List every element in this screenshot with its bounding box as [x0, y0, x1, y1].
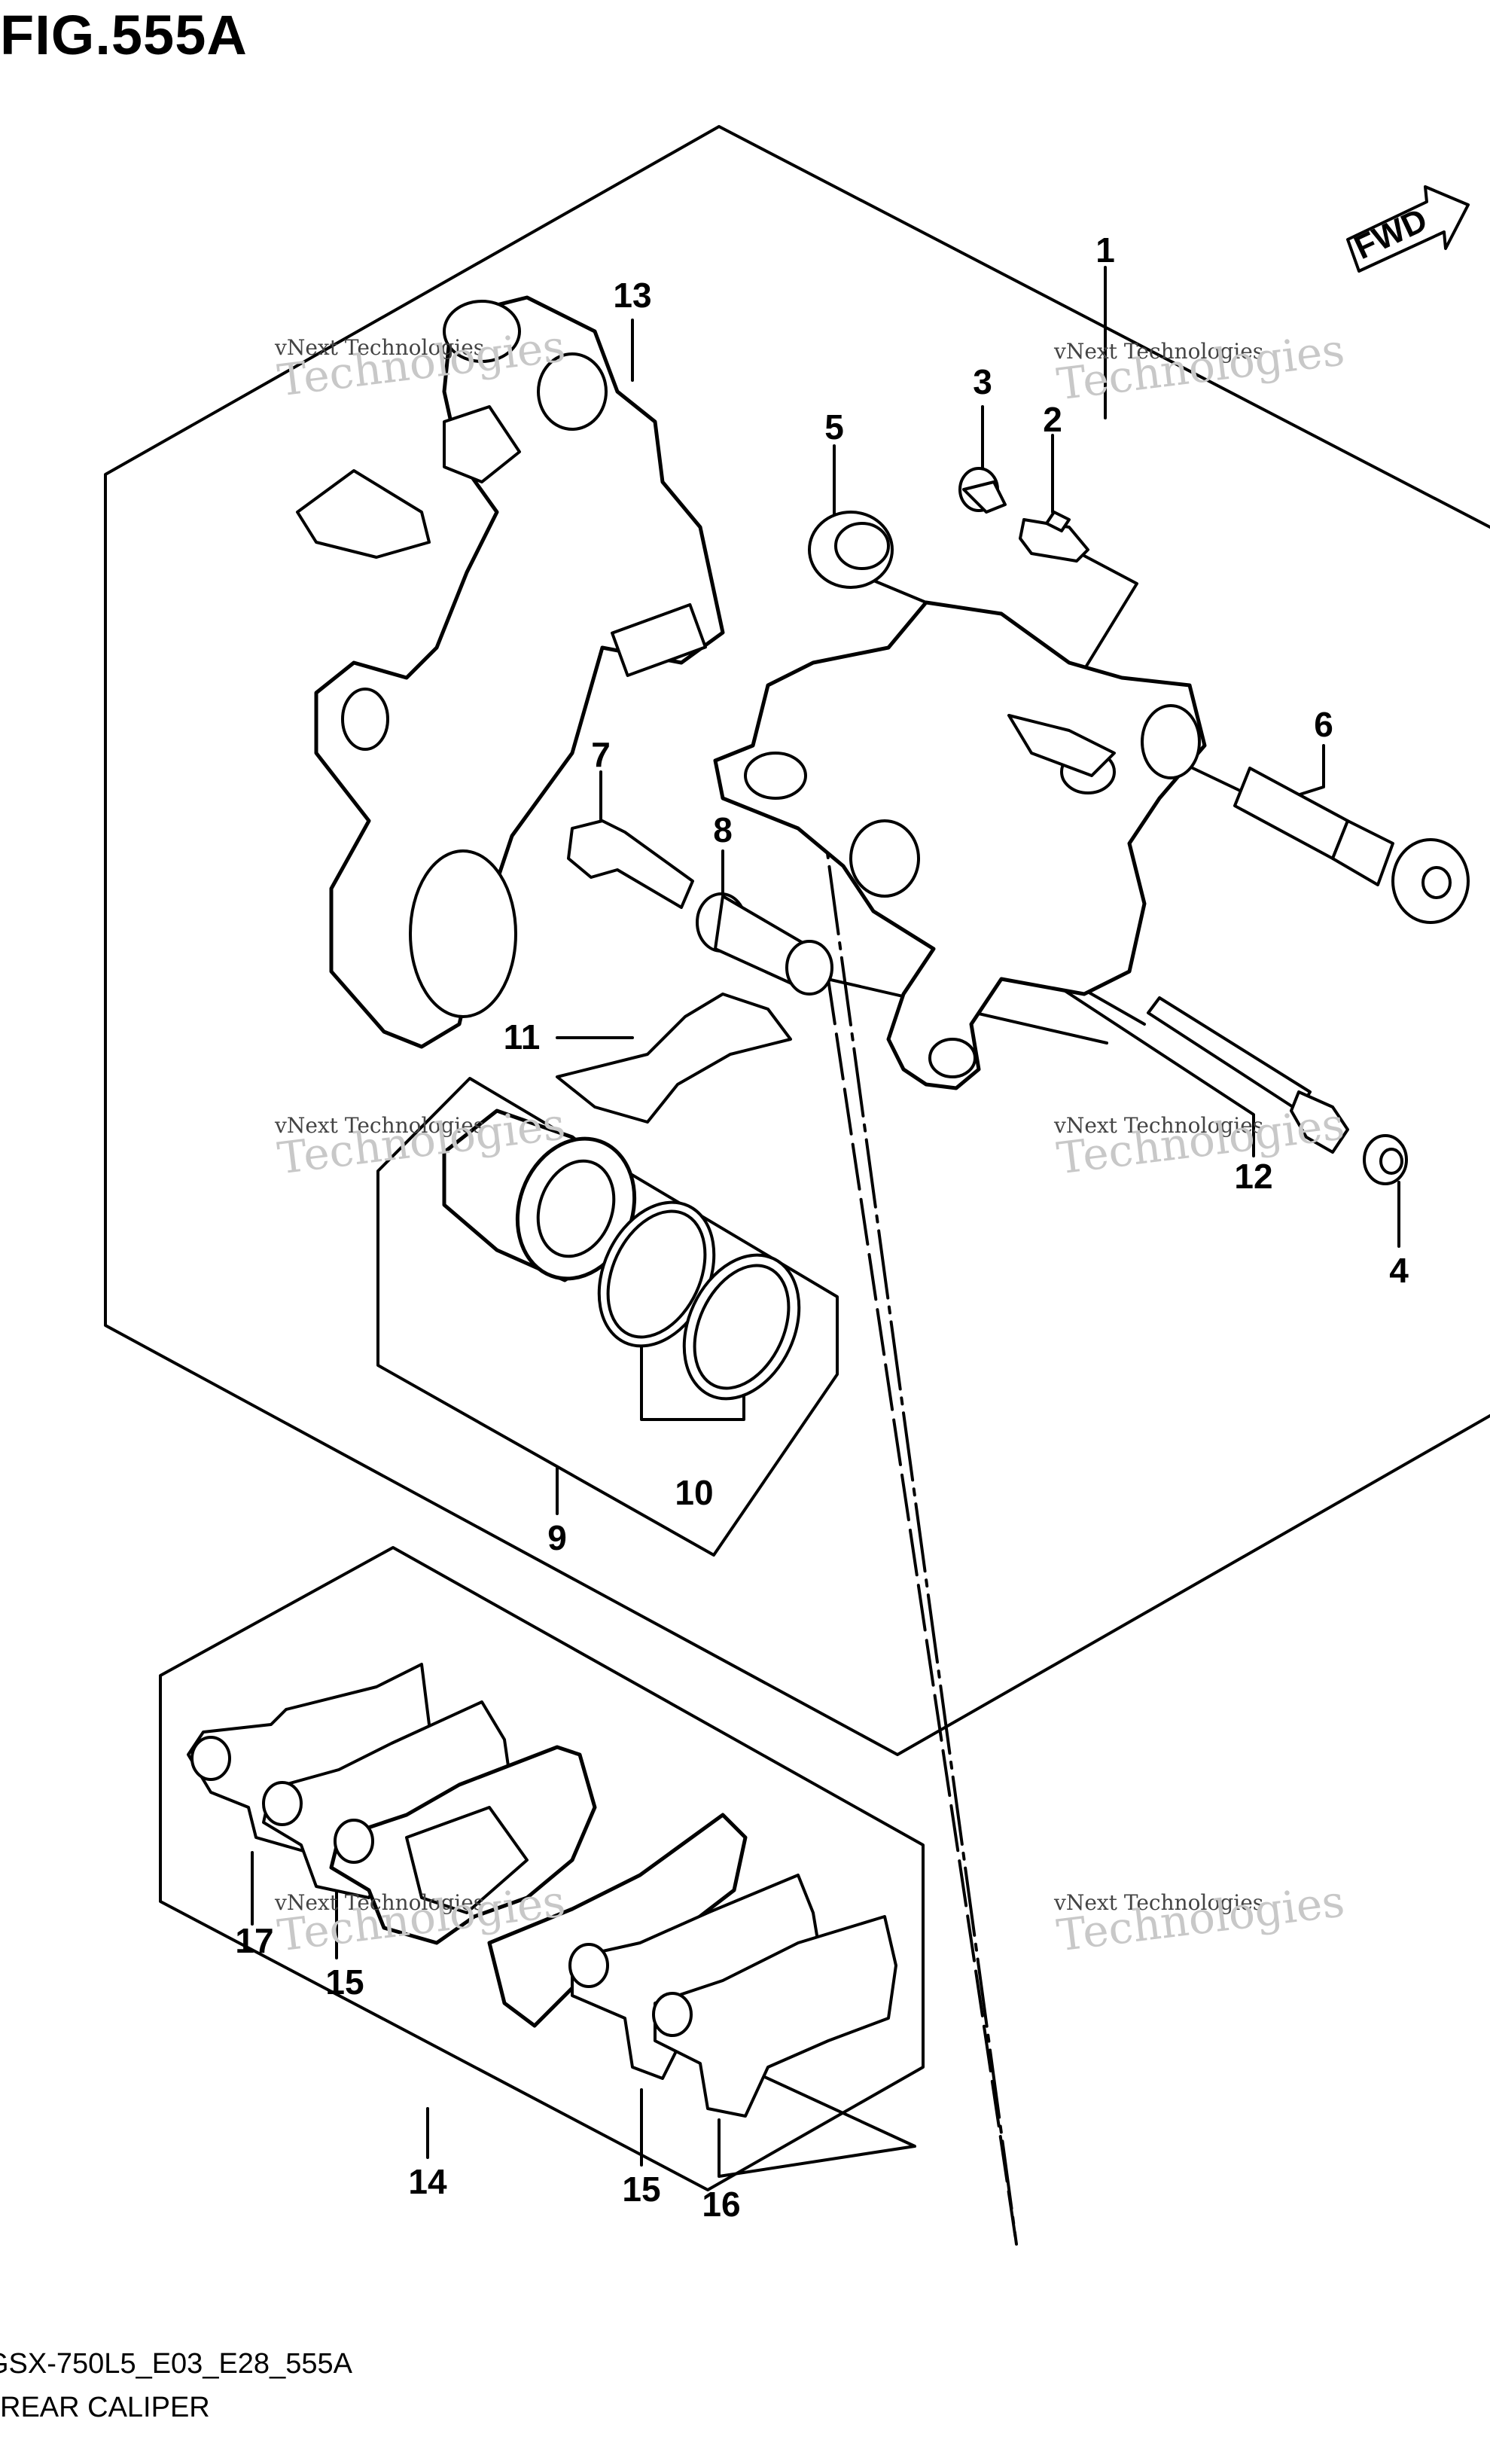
- slide-pin-12: [1147, 996, 1349, 1154]
- brake-pad-a: [329, 1745, 597, 1945]
- pin-bolt-6: [1233, 767, 1470, 924]
- callout-15a: 15: [325, 1962, 364, 2002]
- callout-6: 6: [1314, 705, 1333, 744]
- watermark: vNext Technologies Technologies: [1054, 1875, 1347, 1962]
- brake-pad-shim-15a: [262, 1700, 513, 1899]
- watermark-small: vNext Technologies: [275, 1113, 485, 1138]
- caliper-group-frame: [104, 125, 1490, 1756]
- callout-10: 10: [675, 1473, 714, 1512]
- piston-group-frame: [376, 1077, 839, 1557]
- watermark: vNext Technologies Technologies: [275, 1098, 568, 1185]
- watermark: vNext Technologies Technologies: [1054, 1098, 1347, 1185]
- bleeder-cap: [958, 467, 1007, 514]
- fwd-arrow: FWD: [1346, 185, 1470, 273]
- callout-11: 11: [503, 1017, 541, 1057]
- boot-5: [808, 511, 894, 589]
- model-code: GSX-750L5_E03_E28_555A: [0, 2348, 352, 2380]
- callout-8: 8: [713, 810, 733, 849]
- watermark-small: vNext Technologies: [275, 335, 485, 360]
- callout-7: 7: [591, 735, 611, 774]
- callout-5: 5: [824, 407, 844, 447]
- watermark-small: vNext Technologies: [1054, 1890, 1264, 1915]
- figure-caption: REAR CALIPER: [0, 2392, 210, 2423]
- callout-3: 3: [973, 362, 992, 401]
- watermark-small: vNext Technologies: [1054, 1113, 1264, 1138]
- figure-title: FIG.555A: [0, 4, 248, 66]
- screw-7: [567, 819, 694, 909]
- watermark-small: vNext Technologies: [1054, 339, 1264, 364]
- callout-13: 13: [613, 276, 652, 315]
- caliper-body: [713, 600, 1207, 1090]
- brake-pad-b: [487, 1813, 748, 2028]
- callout-16: 16: [702, 2185, 741, 2224]
- callout-15b: 15: [622, 2170, 661, 2209]
- watermark: vNext Technologies Technologies: [1054, 324, 1347, 410]
- bleeder-valve: [1019, 511, 1089, 563]
- watermark-small: vNext Technologies: [275, 1890, 485, 1915]
- pin-8: [696, 892, 833, 996]
- callout-4: 4: [1389, 1251, 1409, 1290]
- callout-1: 1: [1095, 230, 1115, 270]
- pad-group-frame: [159, 1546, 925, 2191]
- brake-pad-shim-16: [652, 1915, 897, 2118]
- callout-14: 14: [408, 2162, 447, 2201]
- piston-seal-10: [597, 1200, 801, 1401]
- plug-4: [1363, 1134, 1408, 1185]
- pad-spring-11: [556, 993, 792, 1124]
- caliper-bracket: [296, 295, 725, 1049]
- callout-12: 12: [1234, 1157, 1273, 1196]
- callout-2: 2: [1043, 400, 1062, 439]
- callout-9: 9: [547, 1518, 567, 1557]
- callout-17: 17: [235, 1921, 274, 1960]
- watermark: vNext Technologies Technologies: [275, 1875, 568, 1962]
- watermark: vNext Technologies Technologies: [275, 320, 568, 407]
- piston-9: [442, 1108, 637, 1282]
